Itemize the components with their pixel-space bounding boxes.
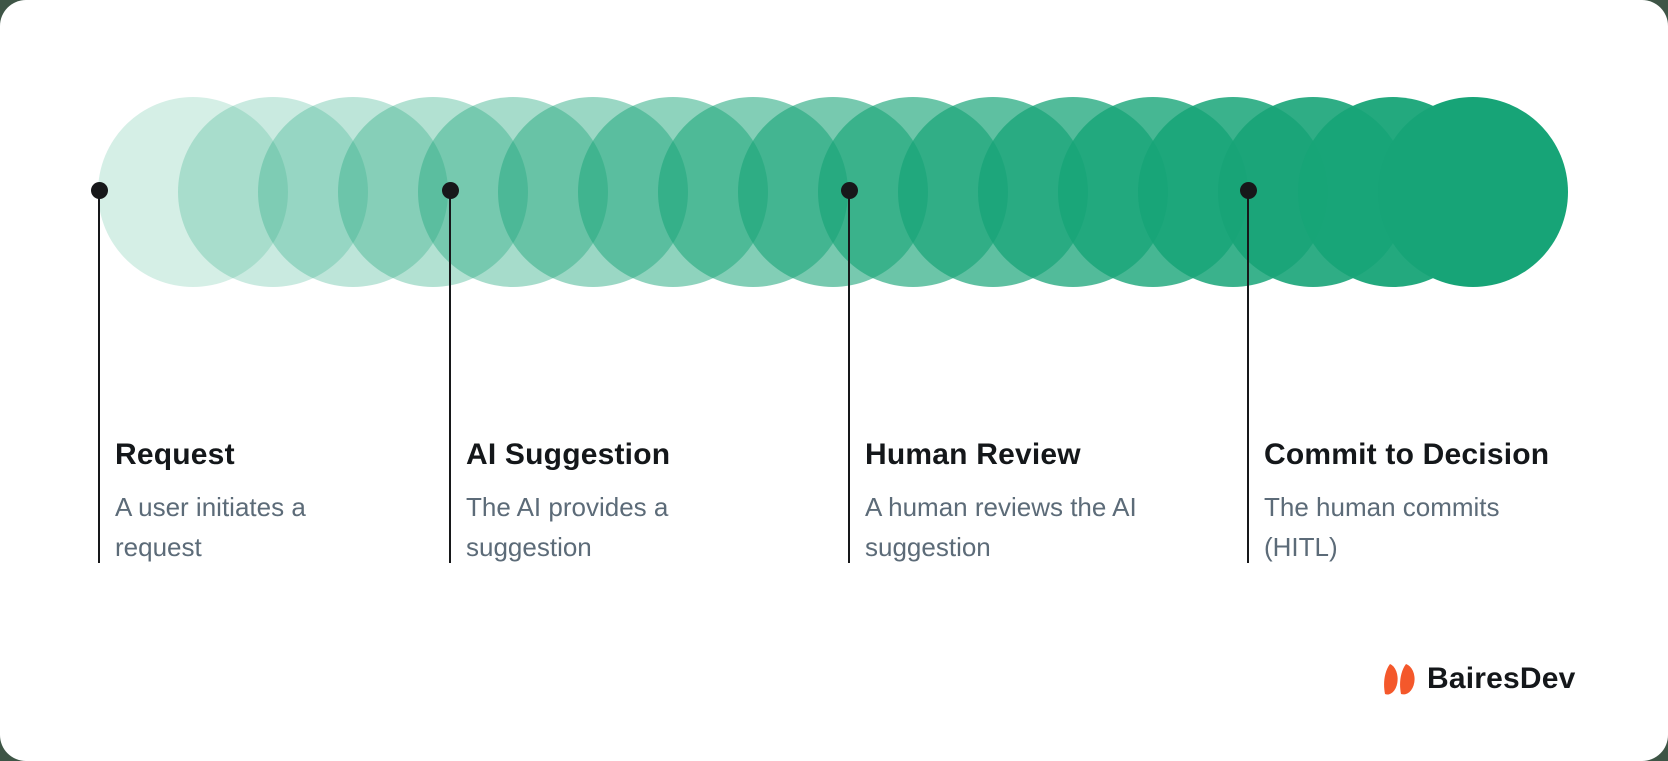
band-circle <box>178 97 368 287</box>
stage-text-block: Request A user initiates a request <box>115 437 455 567</box>
stage-title: Request <box>115 438 235 471</box>
stage-connector-line <box>448 190 452 563</box>
band-circle <box>498 97 688 287</box>
stage-marker-dot <box>90 181 108 199</box>
band-circle <box>1058 97 1248 287</box>
stage-text-block: Commit to Decision The human commits (HI… <box>1264 437 1604 567</box>
stage-marker-dot <box>840 181 858 199</box>
band-circle <box>578 97 768 287</box>
band-circle <box>258 97 448 287</box>
band-circle <box>658 97 848 287</box>
band-circle <box>338 97 528 287</box>
band-circle <box>98 97 288 287</box>
stage-title: Human Review <box>865 438 1081 471</box>
stage-description: The AI provides a suggestion <box>466 492 669 562</box>
band-circle <box>1138 97 1328 287</box>
stage-connector-line <box>847 190 851 563</box>
stage-text-block: AI Suggestion The AI provides a suggesti… <box>466 437 806 567</box>
stage-marker-dot <box>441 181 459 199</box>
bairesdev-logo: BairesDev <box>1381 662 1576 696</box>
stage-description: A user initiates a request <box>115 492 306 562</box>
band-circle <box>738 97 928 287</box>
stage-description: A human reviews the AI suggestion <box>865 492 1137 562</box>
band-circle <box>978 97 1168 287</box>
stage-title: AI Suggestion <box>466 438 671 471</box>
stage-text-block: Human Review A human reviews the AI sugg… <box>865 437 1205 567</box>
band-circle <box>1378 97 1568 287</box>
bairesdev-logo-icon <box>1384 664 1415 695</box>
stage-connector-line <box>97 190 101 563</box>
band-circle <box>898 97 1088 287</box>
stage-description: The human commits (HITL) <box>1264 492 1500 562</box>
stage-title: Commit to Decision <box>1264 438 1550 471</box>
stage-marker-dot <box>1239 181 1257 199</box>
stage-connector-line <box>1246 190 1250 563</box>
band-circle <box>1298 97 1488 287</box>
bairesdev-logo-text: BairesDev <box>1427 662 1576 695</box>
